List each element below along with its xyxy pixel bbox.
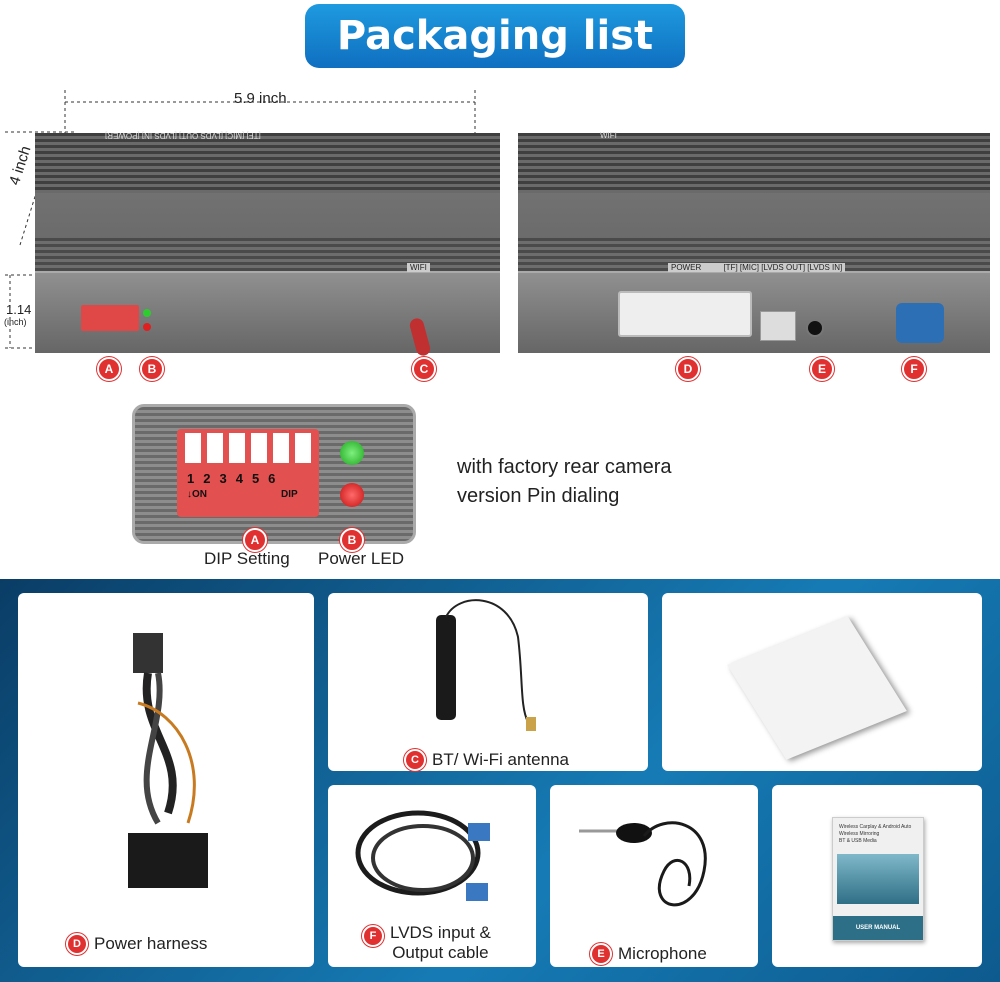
marker-c: C [412,357,436,381]
marker-e-mic: E [590,943,612,965]
lvds-connector [896,303,944,343]
marker-e: E [810,357,834,381]
led-red [340,483,364,507]
wifi-port-label: WIFI [407,263,430,272]
dip-note: with factory rear camera version Pin dia… [457,456,672,507]
manual-cover-photo [837,854,919,904]
manual-footer: USER MANUAL [833,916,923,940]
marker-f-lvds: F [362,925,384,947]
marker-d-harness: D [66,933,88,955]
card-image [727,616,907,760]
box-port-labels: [TF] [MIC] [LVDS OUT] [LVDS IN] [POWER] [105,131,261,140]
manual-image: Wireless Carplay & Android Auto Wireless… [832,817,924,941]
marker-f: F [902,357,926,381]
led-red-small [143,323,151,331]
dip-levers [185,433,311,463]
title-banner: Packaging list [305,4,685,68]
antenna-image [436,599,536,731]
module-box-left: [TF] [MIC] [LVDS OUT] [LVDS IN] [POWER] … [35,131,500,358]
page-title: Packaging list [336,13,654,59]
led-green-small [143,309,151,317]
panel-card [662,593,982,771]
wifi-top-label: WIFI [600,131,617,140]
panel-lvds-cable: F LVDS input & Output cable [328,785,536,967]
front-port-labels: POWER [TF] [MIC] [LVDS OUT] [LVDS IN] [668,263,846,272]
marker-a-closeup: A [243,528,267,552]
lvds-cable-label: F LVDS input & Output cable [362,923,491,963]
marker-d: D [676,357,700,381]
tf-slot [760,311,796,341]
dip-dip-label: DIP [281,489,298,500]
height-unit-label: (inch) [4,317,27,327]
lvds-cable-image [355,810,490,901]
marker-a: A [97,357,121,381]
power-connector [618,291,752,337]
marker-b-closeup: B [340,528,364,552]
power-led-label: Power LED [318,549,404,568]
module-box-right: WIFI POWER [TF] [MIC] [LVDS OUT] [LVDS I… [518,131,990,353]
width-label: 5.9 inch [234,90,287,107]
microphone-image [579,821,707,907]
manual-text: Wireless Carplay & Android Auto Wireless… [839,824,912,844]
marker-b: B [140,357,164,381]
dip-on-label: ↓ON [187,489,207,500]
marker-c-antenna: C [404,749,426,771]
mic-jack [806,319,824,337]
dip-switch-small [81,305,139,331]
dip-setting-label: DIP Setting [204,549,290,568]
led-green [340,441,364,465]
panel-user-manual: Wireless Carplay & Android Auto Wireless… [772,785,982,967]
height-label: 1.14 [6,302,32,317]
harness-image [128,633,208,888]
